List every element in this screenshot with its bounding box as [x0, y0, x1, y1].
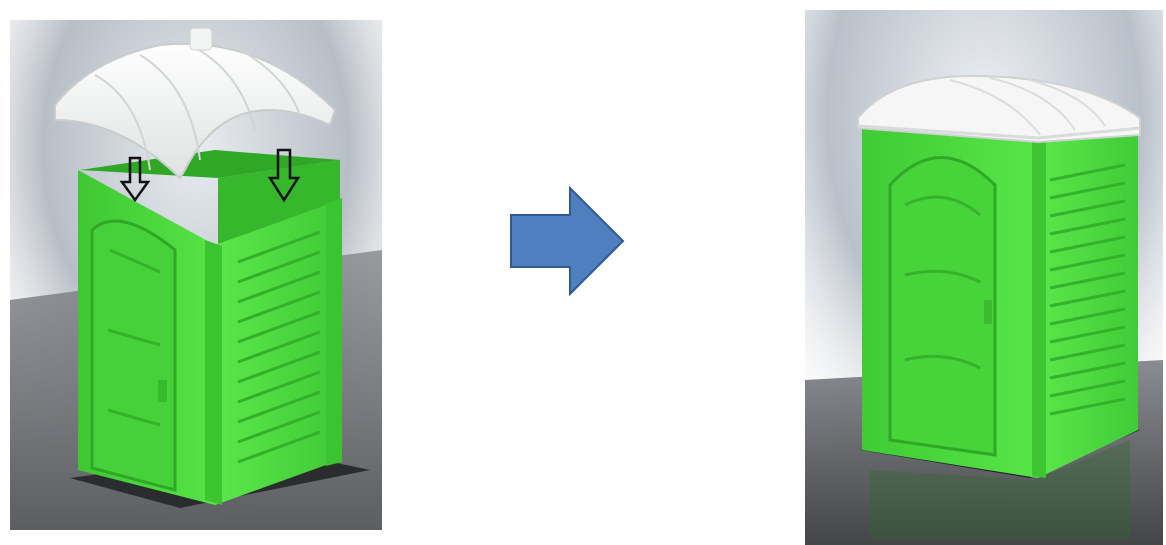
roof-vent-pipe	[190, 28, 212, 50]
cabin-door	[890, 158, 995, 456]
cabin-side-wall	[215, 200, 340, 505]
after-assembly-render	[800, 0, 1166, 545]
right-arrow-icon	[505, 185, 630, 297]
before-assembly-svg	[0, 0, 392, 545]
before-assembly-render	[0, 0, 392, 545]
after-assembly-svg	[800, 0, 1166, 545]
door-handle	[984, 300, 992, 324]
door-handle	[158, 380, 167, 402]
